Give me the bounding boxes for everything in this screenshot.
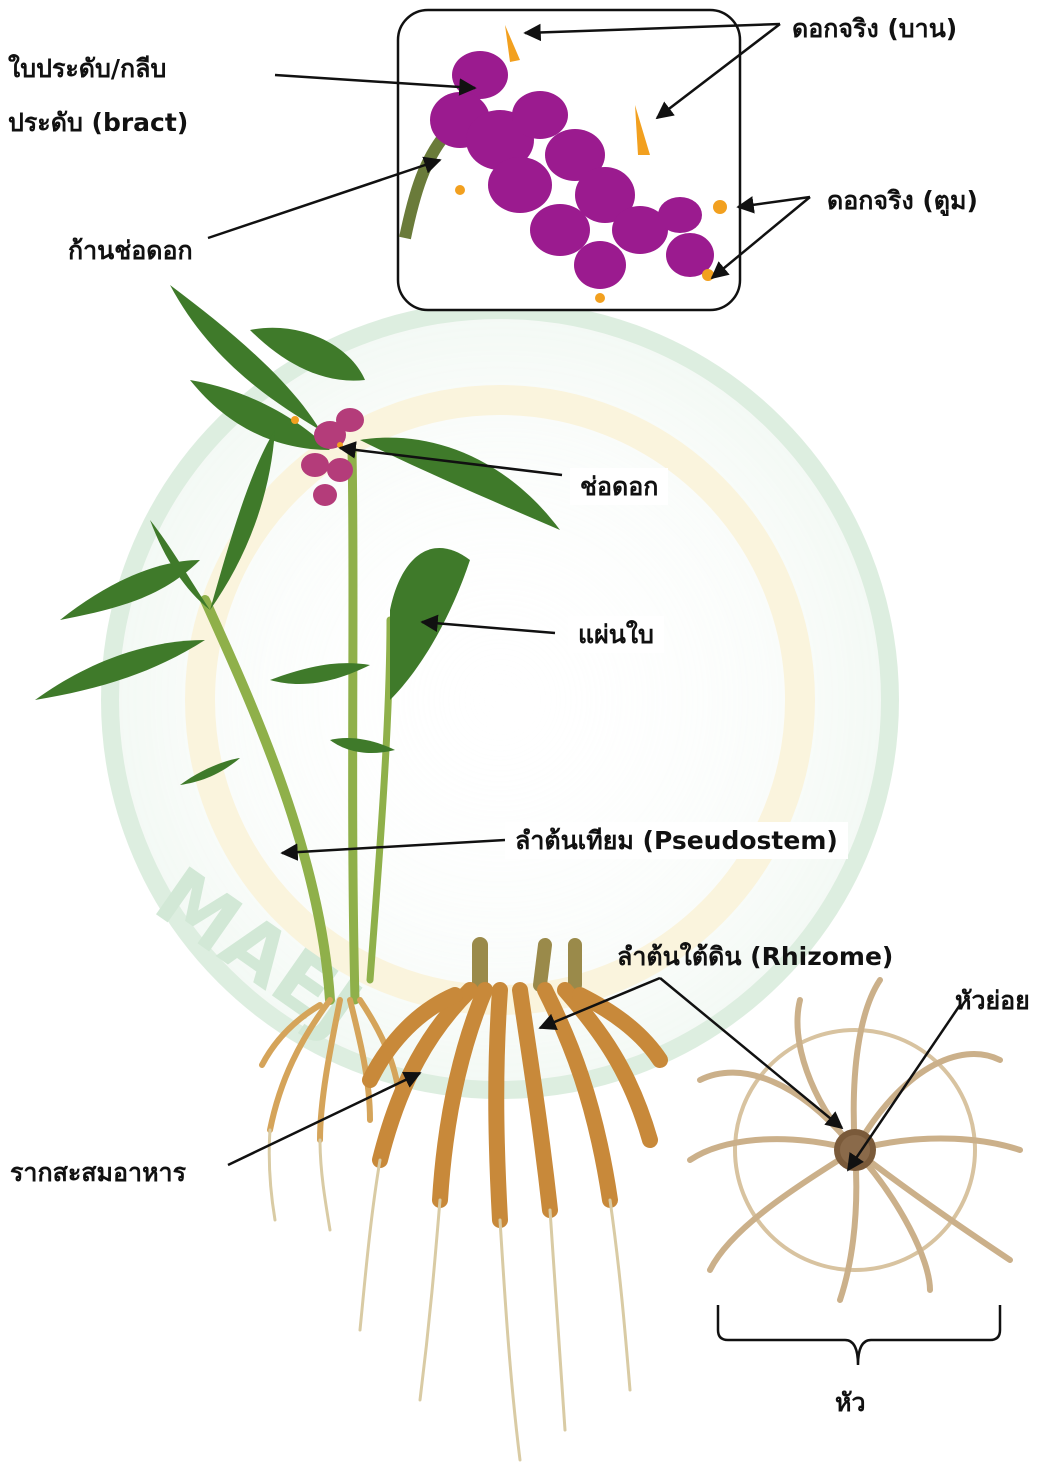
label-tuber: หัว	[835, 1390, 866, 1415]
label-rhizome: ลำต้นใต้ดิน (Rhizome)	[617, 944, 893, 969]
tuber	[690, 980, 1020, 1300]
label-leaf-blade: แผ่นใบ	[568, 616, 664, 653]
label-peduncle: ก้านช่อดอก	[68, 238, 193, 263]
label-true-flower-open: ดอกจริง (บาน)	[792, 16, 957, 41]
label-bract-line1: ใบประดับ/กลีบ	[8, 56, 166, 81]
watermark-seal: MAEJ	[110, 310, 890, 1090]
label-true-flower-bud: ดอกจริง (ตูม)	[827, 188, 978, 213]
label-small-tuber: หัวย่อย	[955, 988, 1030, 1013]
label-pseudostem: ลำต้นเทียม (Pseudostem)	[505, 822, 848, 859]
label-storage-root: รากสะสมอาหาร	[10, 1160, 186, 1185]
inflorescence-inset	[398, 10, 740, 310]
tuber-bracket	[718, 1305, 1000, 1365]
label-inflorescence: ช่อดอก	[570, 468, 668, 505]
label-bract-line2: ประดับ (bract)	[8, 110, 188, 135]
